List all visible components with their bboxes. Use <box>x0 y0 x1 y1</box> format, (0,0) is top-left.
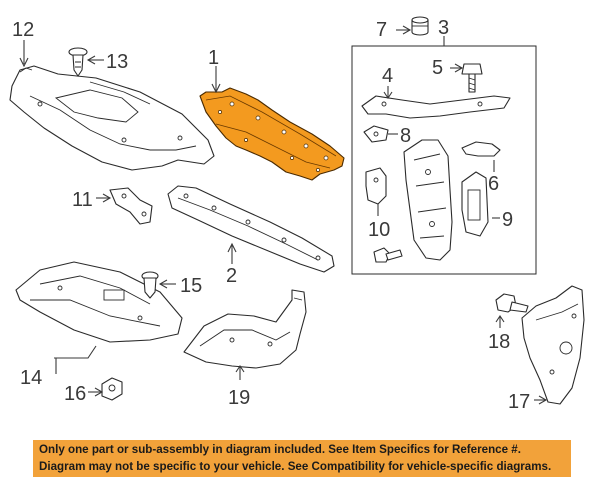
arrow-19 <box>235 365 245 373</box>
part-19-fender-liner <box>183 289 307 369</box>
callout-8: 8 <box>400 125 411 147</box>
callout-6: 6 <box>488 173 499 195</box>
disclaimer-line-1: Only one part or sub-assembly in diagram… <box>39 443 521 456</box>
part-12-engine-undercover <box>9 65 215 171</box>
callout-13: 13 <box>106 51 128 73</box>
arrow-16 <box>94 387 104 397</box>
callout-3: 3 <box>438 17 449 39</box>
part-6-bracket <box>461 141 501 157</box>
callout-18: 18 <box>488 331 510 353</box>
part-11-bracket <box>109 187 153 225</box>
callout-5: 5 <box>432 57 443 79</box>
part-9-side-bracket <box>461 171 489 237</box>
callout-14: 14 <box>20 367 42 389</box>
callout-9: 9 <box>502 209 513 231</box>
arrow-12 <box>19 57 29 68</box>
arrow-15 <box>158 279 168 289</box>
part-14-lower-cover <box>15 261 183 343</box>
part-13-push-clip <box>68 47 88 77</box>
radiator-support <box>403 139 453 261</box>
callout-7: 7 <box>376 19 387 41</box>
part-17-splash-shield <box>521 285 585 405</box>
arrow-11 <box>102 193 112 203</box>
arrow-5 <box>454 63 464 73</box>
part-2-support-bar <box>167 185 335 273</box>
callout-4: 4 <box>382 65 393 87</box>
arrow-13 <box>86 55 96 65</box>
part-4-bracket <box>361 95 511 119</box>
callout-11: 11 <box>72 189 93 211</box>
part-7-bumper <box>411 16 429 36</box>
arrow-18 <box>495 315 505 323</box>
disclaimer-banner: Only one part or sub-assembly in diagram… <box>33 440 571 477</box>
callout-2: 2 <box>226 265 237 287</box>
part-8-clip <box>363 125 389 143</box>
callout-17: 17 <box>508 391 530 413</box>
part-5-bolt <box>461 63 483 93</box>
callout-19: 19 <box>228 387 250 409</box>
arrow-7 <box>402 25 412 35</box>
leader-14 <box>54 345 97 359</box>
part-15-clip <box>141 271 159 299</box>
arrow-17 <box>538 395 548 405</box>
arrow-2 <box>227 242 237 253</box>
callout-16: 16 <box>64 383 86 405</box>
part-18-bolt <box>495 293 529 313</box>
callout-12: 12 <box>12 19 34 41</box>
part-16-clip <box>101 377 123 401</box>
callout-1: 1 <box>208 47 219 69</box>
callout-15: 15 <box>180 275 202 297</box>
arrow-1 <box>211 83 221 94</box>
part-10-bracket <box>365 167 387 205</box>
callout-10: 10 <box>368 219 390 241</box>
part-1-highlighted-shield <box>199 87 345 181</box>
bolt-group3 <box>373 247 403 263</box>
parts-diagram: 1 2 3 4 5 6 7 8 9 10 11 12 13 14 15 16 1… <box>9 16 585 413</box>
disclaimer-line-2: Diagram may not be specific to your vehi… <box>39 459 552 473</box>
arrow-4 <box>383 91 393 99</box>
